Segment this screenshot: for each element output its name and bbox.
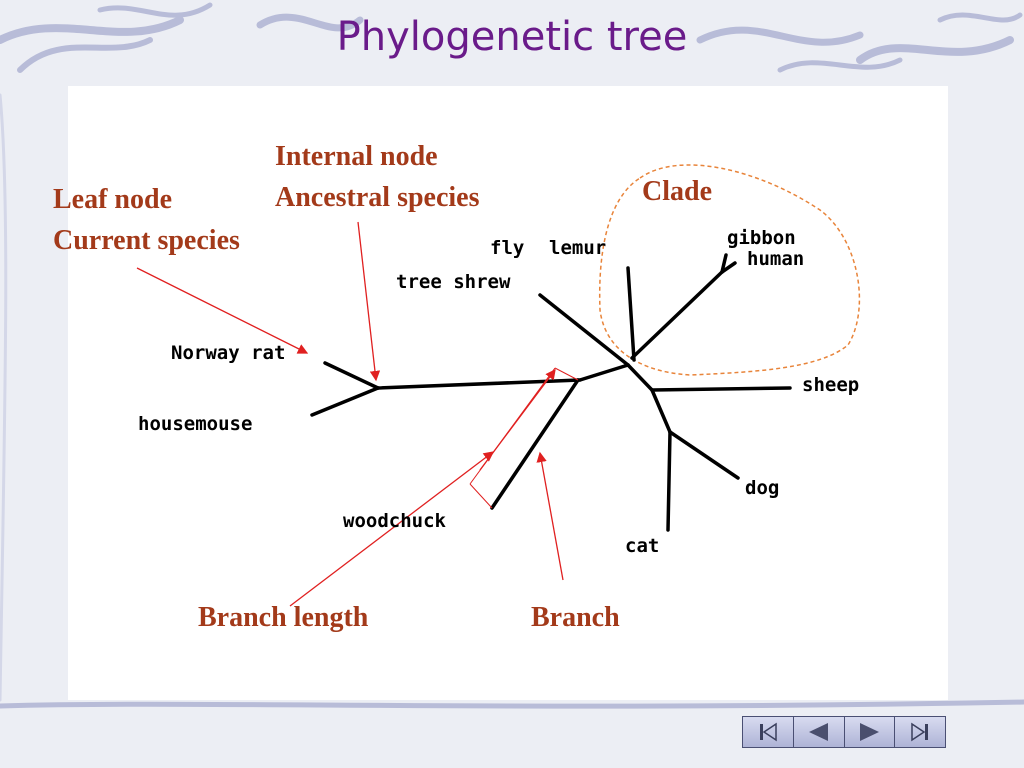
- branch-length-bracket: [469, 367, 579, 509]
- leaf-lemur: lemur: [549, 237, 606, 259]
- ancestral-species-label: Ancestral species: [275, 182, 480, 213]
- branch-tree-shrew: [538, 293, 630, 367]
- clade-label: Clade: [642, 176, 712, 207]
- branch-cat: [666, 430, 672, 532]
- branch-woodchuck: [490, 378, 580, 510]
- current-species-label: Current species: [53, 225, 240, 256]
- arrow-branch-length-upper: [479, 368, 556, 471]
- leaf-housemouse: housemouse: [138, 413, 252, 435]
- branch-internal-center: [578, 363, 630, 382]
- branch-label: Branch: [531, 602, 620, 633]
- branch-sheep: [650, 386, 792, 392]
- branch-norway-rat: [323, 361, 380, 390]
- last-slide-button[interactable]: [895, 717, 945, 747]
- leaf-human: human: [747, 248, 804, 270]
- leaf-dog: dog: [745, 477, 779, 499]
- leaf-fly: fly: [490, 237, 524, 259]
- internal-node-label: Internal node: [275, 141, 438, 172]
- leaf-node-label: Leaf node: [53, 184, 172, 215]
- skip-to-start-icon: [759, 722, 777, 742]
- content-panel: [68, 86, 948, 700]
- branch-internal-main: [376, 378, 582, 390]
- arrow-branch: [536, 451, 564, 581]
- previous-slide-button[interactable]: [793, 717, 845, 747]
- branch-fly-lemur: [626, 266, 636, 362]
- branch-housemouse: [310, 386, 380, 417]
- slide-title: Phylogenetic tree: [336, 14, 688, 60]
- leaf-woodchuck: woodchuck: [343, 510, 447, 532]
- leaf-cat: cat: [625, 535, 659, 557]
- leaf-gibbon: gibbon: [727, 227, 796, 249]
- branch-gibbon: [720, 253, 728, 274]
- triangle-left-icon: [808, 723, 828, 741]
- leaf-tree-shrew: tree shrew: [396, 271, 511, 293]
- slide-navigation: [742, 716, 946, 748]
- next-slide-button[interactable]: [844, 717, 896, 747]
- arrow-leaf-node: [136, 267, 309, 354]
- clade-outline: [598, 164, 861, 376]
- branch-laurasiatheria: [626, 363, 654, 392]
- branch-dog: [668, 430, 740, 480]
- leaf-sheep: sheep: [802, 374, 859, 396]
- branch-primates: [630, 270, 724, 360]
- branch-length-label: Branch length: [198, 602, 369, 633]
- arrow-branch-length: [289, 451, 495, 607]
- skip-to-end-icon: [911, 722, 929, 742]
- first-slide-button[interactable]: [743, 717, 794, 747]
- leaf-norway-rat: Norway rat: [171, 342, 285, 364]
- arrow-internal-node: [357, 221, 381, 382]
- triangle-right-icon: [860, 723, 880, 741]
- branch-carnivora: [650, 388, 672, 434]
- branch-human: [720, 261, 737, 274]
